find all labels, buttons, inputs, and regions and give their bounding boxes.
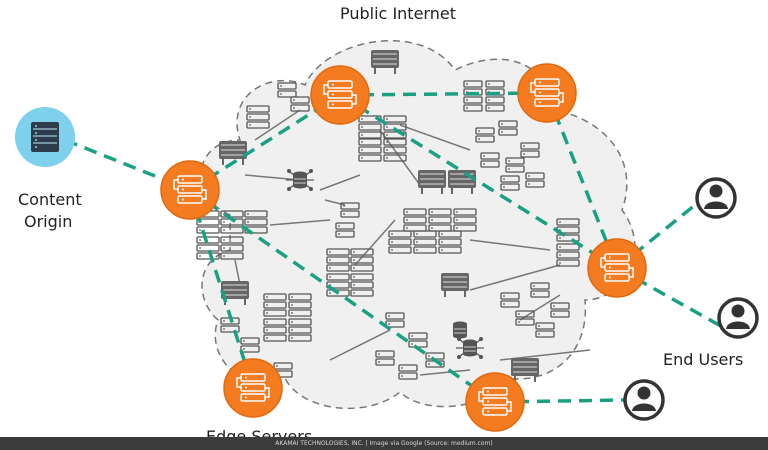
user-avatar-icon xyxy=(623,379,665,421)
content-origin-node xyxy=(15,107,75,167)
edge-server-node xyxy=(223,358,283,418)
user-avatar-icon xyxy=(695,177,737,219)
edge-server-node xyxy=(160,160,220,220)
edge-server-node xyxy=(517,63,577,123)
database-icon xyxy=(452,321,468,339)
public-internet-label: Public Internet xyxy=(340,4,456,23)
user-avatar-icon xyxy=(717,297,759,339)
content-origin-label-line2: Origin xyxy=(24,212,73,231)
content-origin-label: Content xyxy=(18,190,82,209)
end-users-label: End Users xyxy=(663,350,744,369)
image-credit-footer: AKAMAI TECHNOLOGIES, INC. | Image via Go… xyxy=(0,437,768,450)
edge-server-node xyxy=(587,238,647,298)
edge-server-node xyxy=(465,372,525,432)
edge-server-node xyxy=(310,65,370,125)
